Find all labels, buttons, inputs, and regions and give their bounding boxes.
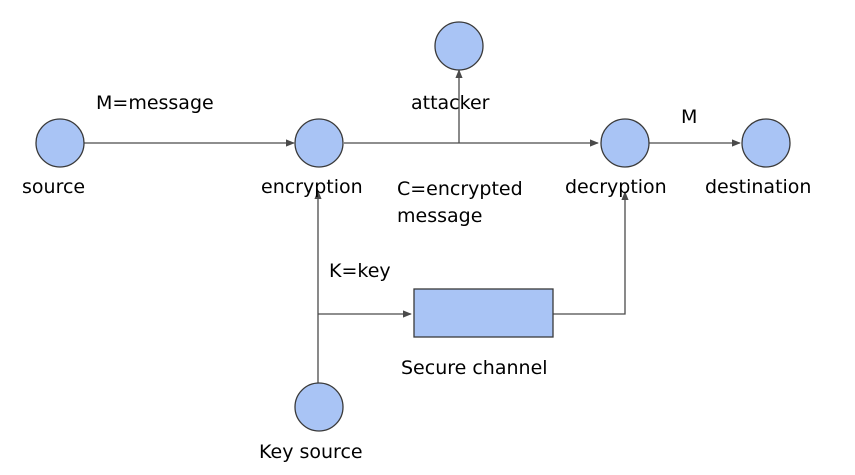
- plaintext-out-edge-label: M: [681, 106, 697, 128]
- encryption-node: [294, 118, 344, 168]
- destination-label: destination: [705, 176, 811, 198]
- ciphertext-edge-label-line2: message: [397, 205, 482, 227]
- attacker-node: [434, 21, 484, 71]
- destination-node: [741, 118, 791, 168]
- key-source-label: Key source: [259, 441, 363, 463]
- key-source-node: [294, 382, 344, 432]
- key-edge-label: K=key: [329, 260, 391, 282]
- attacker-label: attacker: [411, 92, 490, 114]
- message-edge-label: M=message: [96, 92, 214, 114]
- decryption-node: [600, 118, 650, 168]
- source-label: source: [22, 176, 85, 198]
- ciphertext-edge-label-line1: C=encrypted: [397, 178, 523, 200]
- secure-channel-box: [413, 288, 554, 338]
- source-node: [35, 118, 85, 168]
- edge-secure-channel-to-decryption: [553, 191, 629, 315]
- encryption-label: encryption: [261, 176, 363, 198]
- decryption-label: decryption: [565, 176, 667, 198]
- secure-channel-label: Secure channel: [401, 357, 548, 379]
